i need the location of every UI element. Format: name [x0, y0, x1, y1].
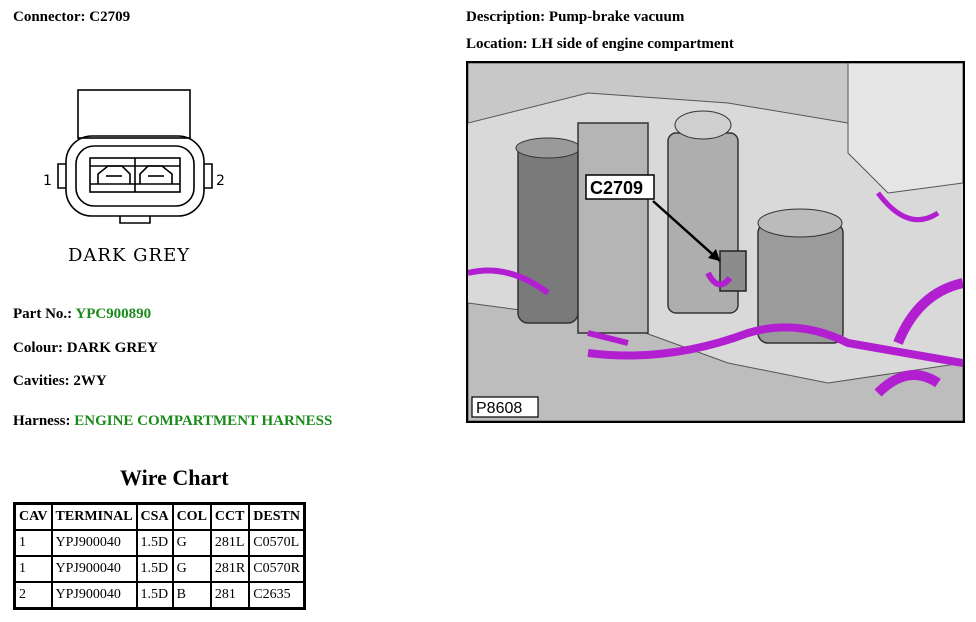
table-row: 1 YPJ900040 1.5D G 281R C0570R [13, 555, 306, 583]
callout-arrow [652, 200, 721, 262]
figure-id-box [471, 396, 539, 418]
cell-terminal: YPJ900040 [50, 529, 138, 557]
connector-value: C2709 [89, 9, 131, 25]
cell-terminal: YPJ900040 [50, 581, 138, 610]
header-terminal: TERMINAL [50, 502, 138, 531]
cell-col: G [171, 555, 212, 583]
location-value: LH side of engine compartment [531, 36, 734, 52]
header-col: COL [171, 502, 212, 531]
connector-face-diagram: 1 2 DARK GREY [40, 86, 240, 271]
connector-label: Connector: [13, 9, 86, 25]
harness-label: Harness: [13, 413, 71, 429]
description-line: Description: Pump-brake vacuum [466, 8, 684, 26]
header-cct: CCT [209, 502, 251, 531]
cell-cct: 281 [209, 581, 251, 610]
cavities-line: Cavities: 2WY [13, 372, 107, 390]
table-row: 1 YPJ900040 1.5D G 281L C0570L [13, 529, 306, 557]
wire-chart-title: Wire Chart [120, 465, 229, 490]
photo-callout-label: C2709 [590, 178, 643, 198]
cell-destn: C0570L [248, 529, 306, 557]
cell-destn: C2635 [248, 581, 306, 610]
cell-col: G [171, 529, 212, 557]
cell-csa: 1.5D [135, 581, 174, 610]
cavities-value: 2WY [73, 373, 107, 389]
connector-face-svg: 1 2 DARK GREY [43, 89, 225, 266]
wire-chart-table: CAV TERMINAL CSA COL CCT DESTN 1 YPJ9000… [13, 502, 306, 610]
cell-csa: 1.5D [135, 555, 174, 583]
part-no-link[interactable]: YPC900890 [75, 306, 152, 322]
cell-cav: 1 [13, 555, 53, 583]
colour-line: Colour: DARK GREY [13, 339, 158, 357]
connector-body [65, 135, 205, 217]
pin-label-right: 2 [216, 173, 225, 189]
callout-box [585, 174, 655, 200]
harness-line: Harness: ENGINE COMPARTMENT HARNESS [13, 412, 332, 430]
pin-label-left: 1 [43, 173, 52, 189]
cell-cct: 281R [209, 555, 251, 583]
cell-cav: 2 [13, 581, 53, 610]
part-no-line: Part No.: YPC900890 [13, 305, 151, 323]
table-row: 2 YPJ900040 1.5D B 281 C2635 [13, 581, 306, 610]
colour-label: Colour: [13, 340, 63, 356]
wire-chart-header-row: CAV TERMINAL CSA COL CCT DESTN [13, 502, 306, 531]
cell-csa: 1.5D [135, 529, 174, 557]
colour-value: DARK GREY [66, 340, 159, 356]
location-label: Location: [466, 36, 528, 52]
diagram-colour-caption: DARK GREY [68, 245, 190, 266]
cell-cav: 1 [13, 529, 53, 557]
harness-link[interactable]: ENGINE COMPARTMENT HARNESS [74, 413, 333, 429]
location-photo: C2709 P8608 [466, 61, 965, 423]
cell-cct: 281L [209, 529, 251, 557]
description-label: Description: [466, 9, 546, 25]
cell-terminal: YPJ900040 [50, 555, 138, 583]
part-no-label: Part No.: [13, 306, 73, 322]
cavities-label: Cavities: [13, 373, 70, 389]
photo-figure-id: P8608 [476, 400, 522, 417]
description-value: Pump-brake vacuum [548, 9, 685, 25]
header-cav: CAV [13, 502, 53, 531]
connector-line: Connector: C2709 [13, 8, 130, 26]
header-destn: DESTN [248, 502, 306, 531]
cell-col: B [171, 581, 212, 610]
engine-bay-illustration: C2709 P8608 [468, 63, 963, 421]
connector-latch [77, 89, 191, 139]
location-line: Location: LH side of engine compartment [466, 35, 734, 53]
cell-destn: C0570R [248, 555, 306, 583]
header-csa: CSA [135, 502, 174, 531]
